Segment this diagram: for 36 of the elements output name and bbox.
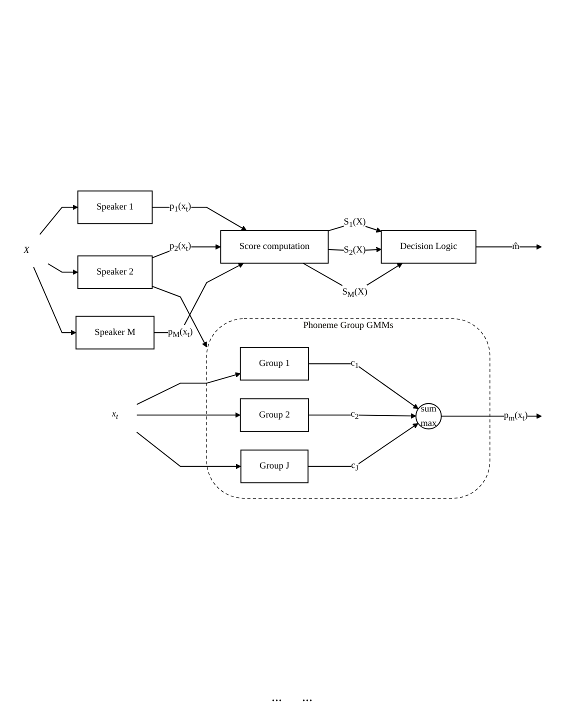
arrow [136,432,242,470]
arrow [39,204,78,236]
node-circle: sum max [415,403,442,430]
node-box: Group J [240,450,308,484]
node-box: Decision Logic [380,230,476,264]
node-box: Speaker 2 [77,256,153,290]
edge-label: c$_{J}$ [351,460,358,473]
edge-label: p$_{m}$(x$_{t}$) [504,410,528,423]
node-box: Group 2 [240,398,310,432]
arrow [136,412,241,418]
arrow [308,364,418,410]
node-box: Score computation [220,230,329,264]
arrow [33,266,76,336]
edge-label: c$_{1}$ [350,358,359,370]
node-box: Speaker M [76,316,154,350]
edge-label: p$_{2}$(x$_{t}$) [170,241,192,254]
node-text: X [24,246,30,256]
arrow [152,286,207,348]
edge-label: c$_{2}$ [350,410,359,422]
arrow [475,244,542,250]
edge-label: p$_{1}$(x$_{t}$) [170,202,192,214]
node-box: Speaker 1 [77,190,153,224]
ellipsis-note: ... [272,690,282,706]
arrow [152,207,247,232]
edge-label: m̂ [512,242,520,252]
edge-label: S$_{2}$(X) [344,245,366,258]
ellipsis-note: ... [302,690,312,706]
node-text: x$_{t}$ [112,410,118,422]
arrow [308,414,416,420]
edge-label: S$_{M}$(X) [342,287,368,300]
edge-label: p$_{M}$(x$_{t}$) [168,327,193,339]
node-box: Group 1 [240,347,310,381]
arrow [48,264,78,276]
edge-label: S$_{1}$(X) [344,217,366,230]
arrow [308,423,418,468]
arrow [136,372,241,406]
